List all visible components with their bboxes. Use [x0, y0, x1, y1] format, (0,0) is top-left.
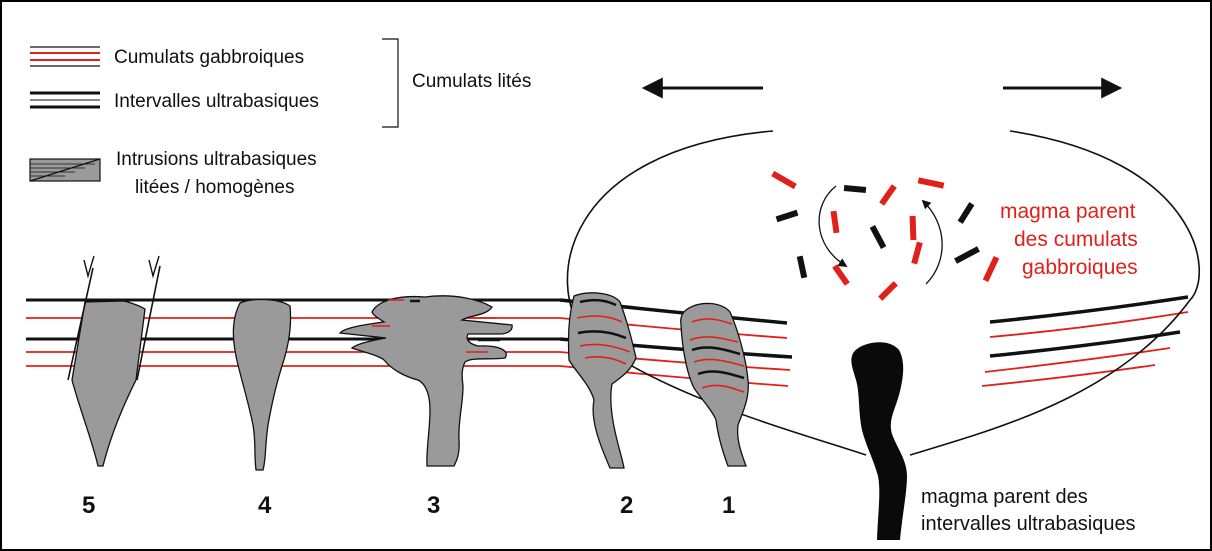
label-magma-ultrabasic-line1: magma parent des — [921, 486, 1088, 508]
crystal-black — [797, 256, 807, 279]
intrusion-4 — [233, 299, 290, 470]
legend-label-intrusions-line1: Intrusions ultrabasiques — [116, 149, 317, 170]
legend-symbol-intrusion-box — [30, 159, 100, 181]
crystals — [771, 171, 999, 301]
intrusion-number-1: 1 — [722, 492, 735, 519]
crystal-red — [832, 264, 850, 285]
crystal-red — [879, 184, 897, 205]
legend-symbol-black-lines — [30, 93, 100, 107]
label-magma-gabbro-line3: gabbroiques — [1022, 256, 1138, 279]
legend-label-cumulats-gabbroiques: Cumulats gabbroiques — [114, 47, 304, 68]
legend-symbol-red-lines — [30, 47, 100, 66]
legend-bracket-label: Cumulats lités — [412, 71, 531, 92]
intrusion-number-2: 2 — [620, 492, 633, 519]
layered-cumulates-right — [982, 297, 1188, 386]
intrusion-2 — [569, 293, 636, 468]
crystal-red — [983, 256, 999, 282]
crystal-red — [878, 281, 898, 301]
legend-label-intervalles-ultrabasiques: Intervalles ultrabasiques — [114, 91, 319, 112]
ultrabasic-feeder-dyke — [851, 342, 907, 540]
legend-label-intrusions-line2: litées / homogènes — [135, 177, 295, 198]
crystal-black — [776, 210, 799, 223]
crystal-black — [870, 225, 887, 249]
crystal-red — [918, 177, 945, 188]
intrusion-number-4: 4 — [258, 492, 272, 519]
crystal-red — [910, 216, 917, 240]
convection-arrow-icon — [923, 201, 942, 284]
crystal-red — [830, 211, 839, 234]
crystal-black — [844, 185, 866, 193]
crystal-black — [958, 202, 975, 224]
crystal-black — [954, 246, 980, 264]
label-magma-ultrabasic-line2: intervalles ultrabasiques — [921, 513, 1136, 535]
normal-fault-icon — [149, 256, 159, 276]
intrusion-number-3: 3 — [427, 492, 440, 519]
intrusion-3 — [340, 296, 512, 466]
intrusion-5 — [72, 301, 145, 466]
legend-bracket — [382, 39, 398, 127]
crystal-red — [911, 242, 922, 265]
label-magma-gabbro-line1: magma parent — [1000, 200, 1136, 223]
label-magma-gabbro-line2: des cumulats — [1014, 228, 1138, 251]
crystal-red — [771, 171, 797, 189]
chamber-outline-right-lower — [910, 300, 1190, 455]
intrusion-number-5: 5 — [82, 492, 95, 519]
legend: Cumulats gabbroiques Intervalles ultraba… — [30, 39, 531, 198]
